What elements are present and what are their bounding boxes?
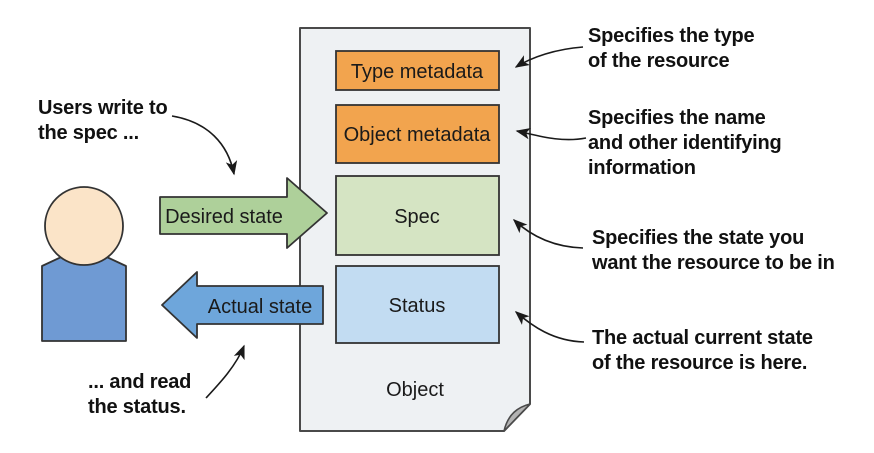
annotation-line: of the resource is here.: [592, 352, 808, 374]
users-write-curve-arrow: [171, 115, 238, 176]
status-label: Status: [389, 295, 446, 317]
annotation-type: Specifies the type of the resource: [588, 24, 755, 74]
actual-state-label: Actual state: [208, 296, 313, 318]
object-metadata-label: Object metadata: [344, 124, 492, 146]
spec-label: Spec: [394, 206, 440, 228]
desired-state-arrow: [159, 177, 328, 249]
status-box: [335, 265, 500, 344]
object-metadata-box: [335, 104, 500, 164]
type-metadata-box: [335, 50, 500, 91]
user-figure: [41, 186, 127, 342]
user-head: [44, 186, 124, 266]
name-annotation-arrow: [515, 128, 587, 141]
annotation-line: the spec ...: [38, 122, 139, 144]
annotation-line: and other identifying: [588, 132, 782, 154]
actual-state-arrow: [161, 271, 324, 339]
type-annotation-arrow: [514, 46, 584, 68]
annotation-line: the status.: [88, 396, 186, 418]
spec-annotation-arrow: [512, 219, 584, 249]
annotation-line: Users write to: [38, 97, 168, 119]
type-metadata-label: Type metadata: [351, 61, 484, 83]
status-annotation-arrow: [514, 311, 585, 343]
desired-state-label: Desired state: [165, 206, 283, 228]
annotation-status: The actual current state of the resource…: [592, 326, 813, 376]
annotation-read-status: ... and read the status.: [88, 370, 191, 420]
object-label: Object: [386, 379, 444, 401]
annotation-line: of the resource: [588, 50, 730, 72]
annotation-line: The actual current state: [592, 327, 813, 349]
annotation-line: information: [588, 157, 696, 179]
annotation-line: ... and read: [88, 371, 192, 393]
annotation-name: Specifies the name and other identifying…: [588, 106, 782, 181]
annotation-line: want the resource to be in: [592, 252, 835, 274]
spec-box: [335, 175, 500, 256]
annotation-line: Specifies the name: [588, 107, 766, 129]
annotation-users-write: Users write to the spec ...: [38, 96, 168, 146]
document-fold-corner-icon: [503, 403, 531, 432]
annotation-line: Specifies the type: [588, 25, 755, 47]
annotation-line: Specifies the state you: [592, 227, 805, 249]
read-status-curve-arrow: [205, 344, 245, 399]
annotation-spec: Specifies the state you want the resourc…: [592, 226, 835, 276]
